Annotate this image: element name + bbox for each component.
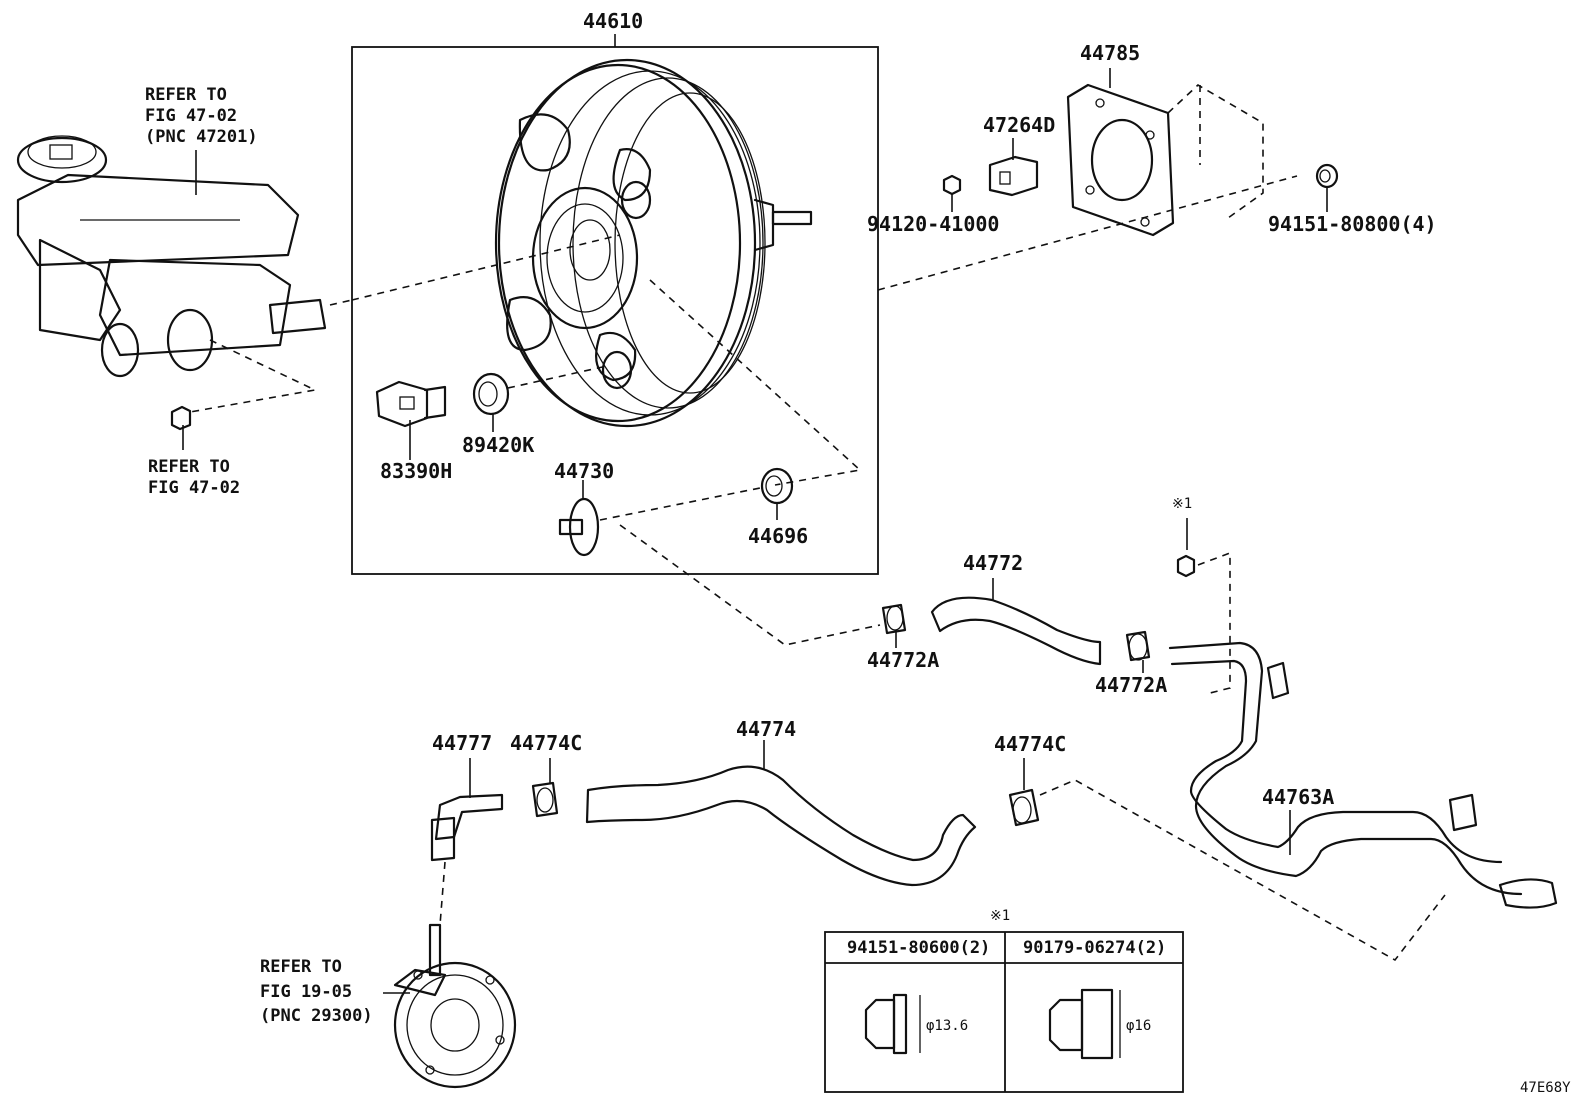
- nut-94151-80800[interactable]: [1315, 163, 1339, 189]
- sensor-grommet[interactable]: [472, 372, 510, 416]
- label-94120-41000[interactable]: 94120-41000: [867, 212, 999, 236]
- label-44772A-right[interactable]: 44772A: [1095, 673, 1167, 697]
- note-vacuum-pump-2: FIG 19-05: [260, 982, 352, 1002]
- note-master-cylinder-1: REFER TO: [145, 85, 227, 105]
- dim-16: φ16: [1126, 1018, 1151, 1034]
- note-grommet-1: REFER TO: [148, 457, 230, 477]
- note-master-cylinder-3: (PNC 47201): [145, 127, 258, 147]
- bolt-94151-80600[interactable]: [864, 993, 921, 1055]
- mc-grommet[interactable]: [170, 405, 192, 431]
- clip-44774C-left[interactable]: [531, 781, 559, 818]
- diagram-id: 47E68Y: [1520, 1080, 1571, 1096]
- clip-44774C-right[interactable]: [1008, 788, 1040, 827]
- brake-booster[interactable]: [494, 58, 813, 428]
- note-vacuum-pump-1: REFER TO: [260, 957, 342, 977]
- label-44774[interactable]: 44774: [736, 717, 796, 741]
- bolt-table: [824, 931, 1184, 1093]
- booster-assembly-box: [351, 46, 879, 575]
- note-master-cylinder-2: FIG 47-02: [145, 106, 237, 126]
- label-44772[interactable]: 44772: [963, 551, 1023, 575]
- label-83390H[interactable]: 83390H: [380, 459, 452, 483]
- label-44774C-left[interactable]: 44774C: [510, 731, 582, 755]
- label-94151-80800[interactable]: 94151-80800(4): [1268, 212, 1437, 236]
- union-44777[interactable]: [430, 793, 504, 862]
- hose-44774[interactable]: [585, 765, 977, 887]
- gasket-44785[interactable]: [1066, 83, 1264, 237]
- table-col1-header[interactable]: 94151-80600(2): [847, 938, 990, 958]
- label-47264D[interactable]: 47264D: [983, 113, 1055, 137]
- dim-13-6: φ13.6: [926, 1018, 968, 1034]
- note-grommet-2: FIG 47-02: [148, 478, 240, 498]
- clip-44772A-right[interactable]: [1125, 630, 1151, 662]
- label-44774C-right[interactable]: 44774C: [994, 732, 1066, 756]
- label-44610[interactable]: 44610: [583, 9, 643, 33]
- clamp-47264D[interactable]: [988, 155, 1039, 197]
- table-header-marker: ※1: [990, 908, 1010, 924]
- bolt-90179-06274[interactable]: [1048, 988, 1121, 1060]
- nut-asterisk[interactable]: [1176, 554, 1196, 578]
- table-col2-header[interactable]: 90179-06274(2): [1023, 938, 1166, 958]
- label-44696[interactable]: 44696: [748, 524, 808, 548]
- valve-grommet[interactable]: [760, 467, 794, 505]
- master-cylinder[interactable]: [16, 135, 327, 378]
- label-44772A-left[interactable]: 44772A: [867, 648, 939, 672]
- label-44730[interactable]: 44730: [554, 459, 614, 483]
- check-valve[interactable]: [558, 497, 600, 557]
- note-vacuum-pump-3: (PNC 29300): [260, 1006, 373, 1026]
- clip-44772A-left[interactable]: [881, 603, 907, 635]
- label-44777[interactable]: 44777: [432, 731, 492, 755]
- vacuum-sensor[interactable]: [375, 380, 447, 428]
- label-89420K[interactable]: 89420K: [462, 433, 534, 457]
- label-44785[interactable]: 44785: [1080, 41, 1140, 65]
- asterisk-marker: ※1: [1172, 496, 1192, 512]
- hose-44772[interactable]: [930, 596, 1102, 666]
- nut-94120[interactable]: [942, 174, 962, 196]
- vacuum-pump[interactable]: [393, 923, 517, 1089]
- label-44763A[interactable]: 44763A: [1262, 785, 1334, 809]
- pipe-44763A[interactable]: [1168, 641, 1558, 909]
